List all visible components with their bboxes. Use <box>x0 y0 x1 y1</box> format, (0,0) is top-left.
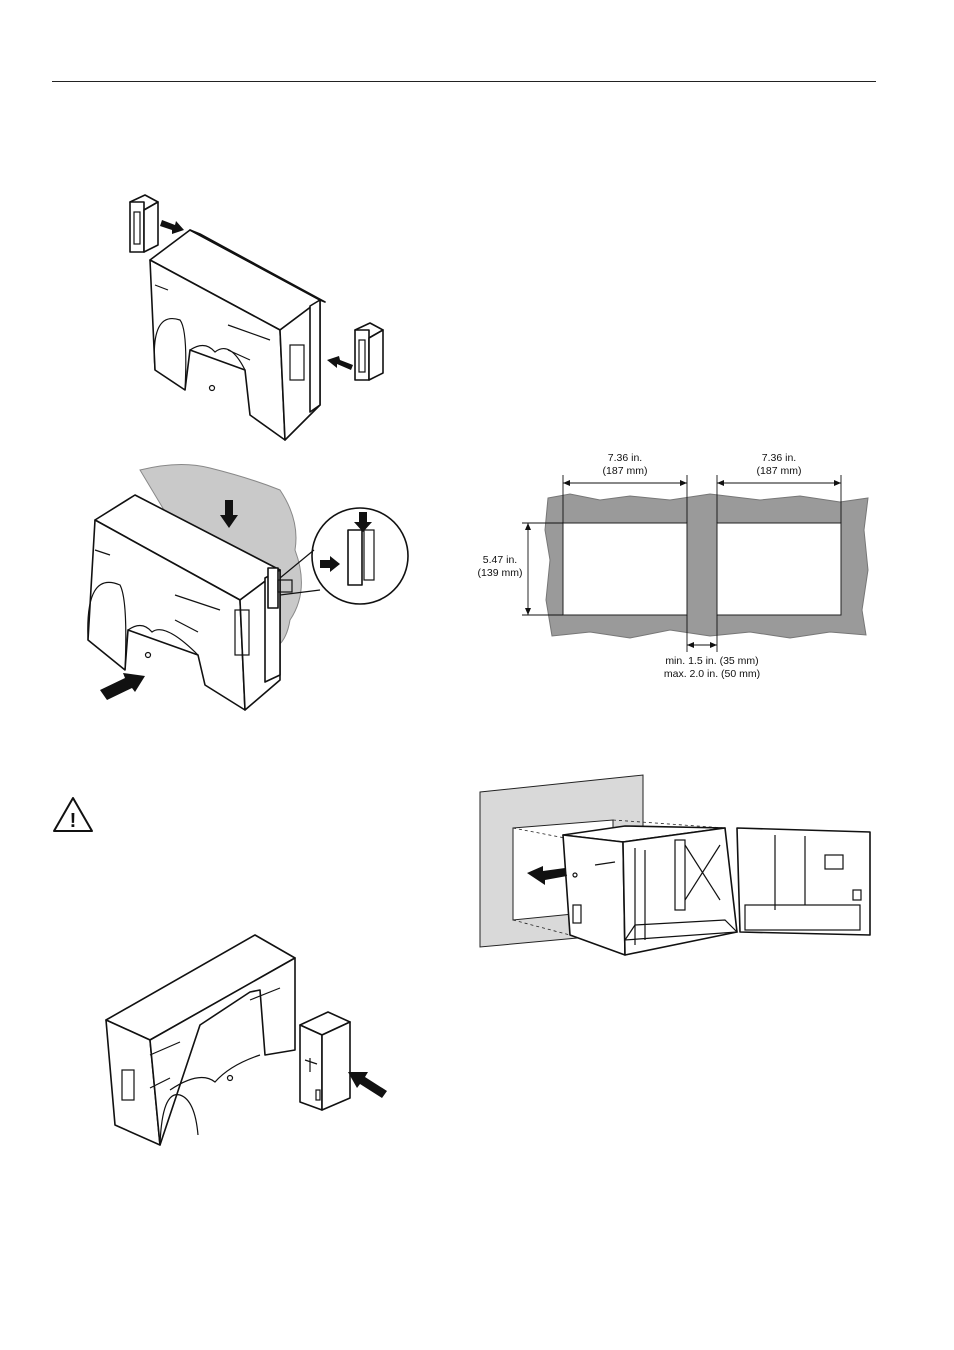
width-label-right: 7.36 in. <box>762 452 796 464</box>
warning-symbol: ! <box>70 810 77 832</box>
height-label: 5.47 in. <box>483 554 517 566</box>
header-rule <box>52 81 876 82</box>
warning-icon: ! <box>52 796 94 834</box>
cutout-left <box>563 523 687 615</box>
cutout-right <box>717 523 841 615</box>
figure-insert-module <box>100 930 390 1150</box>
figure-insert-housing <box>80 460 420 720</box>
spacing-min-label: min. 1.5 in. (35 mm) <box>665 655 758 667</box>
figure-panel-cutout: 7.36 in. (187 mm) 7.36 in. (187 mm) 5.47… <box>470 450 890 690</box>
height-label-mm: (139 mm) <box>478 567 523 579</box>
width-label-left-mm: (187 mm) <box>603 465 648 477</box>
width-label-left: 7.36 in. <box>608 452 642 464</box>
spacing-max-label: max. 2.0 in. (50 mm) <box>664 668 760 680</box>
figure-panel-mounting <box>475 770 875 950</box>
figure-remove-brackets <box>120 190 360 450</box>
width-label-right-mm: (187 mm) <box>757 465 802 477</box>
